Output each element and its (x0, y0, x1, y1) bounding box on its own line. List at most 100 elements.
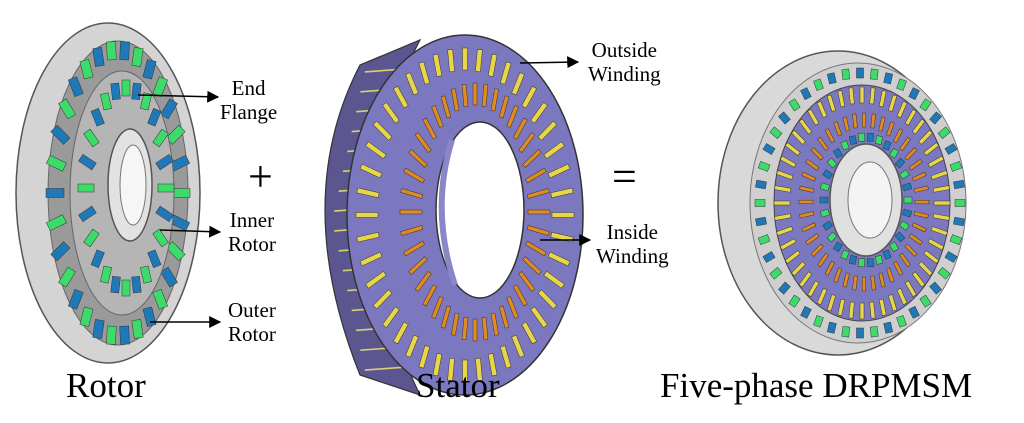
rotor-magnet (46, 154, 67, 172)
rotor-magnet (155, 153, 174, 171)
label-outer-rotor: Outer Rotor (228, 298, 276, 346)
machine-slot (878, 272, 886, 288)
machine-slot (918, 129, 933, 145)
machine-slot (842, 116, 850, 132)
winding-slot (440, 95, 452, 119)
rotor-magnet (90, 249, 105, 268)
machine-slot (807, 280, 820, 297)
machine-magnet (757, 234, 771, 245)
machine-slot (784, 142, 801, 156)
machine-magnet (883, 72, 894, 85)
machine-magnet (826, 321, 837, 334)
winding-slot (422, 117, 438, 140)
rotor-magnet (147, 249, 162, 268)
machine-magnet (869, 326, 879, 338)
machine-slot (779, 155, 797, 168)
machine-magnet (788, 98, 801, 112)
machine-magnet (866, 258, 874, 268)
machine-slot (798, 199, 814, 204)
machine-slot (911, 118, 926, 135)
winding-slot (506, 296, 519, 319)
machine-magnet (826, 157, 838, 169)
rotor-magnet (110, 275, 121, 294)
winding-slot (530, 306, 548, 328)
winding-slot (518, 271, 536, 292)
winding-slot (365, 270, 387, 289)
winding-slot (551, 212, 575, 218)
plus-sign: + (248, 152, 273, 201)
machine-slot (886, 267, 895, 283)
winding-slot (511, 72, 525, 96)
winding-slot (451, 88, 460, 112)
winding-slot (518, 132, 536, 153)
machine-slot (908, 233, 923, 246)
winding-slot (490, 312, 499, 336)
machine-slot (824, 260, 835, 276)
machine-slot (826, 294, 836, 312)
winding-slot (440, 305, 452, 329)
rotor-magnet (78, 205, 97, 223)
machine-magnet (856, 67, 864, 79)
caption-rotor: Rotor (66, 366, 146, 405)
winding-slot (359, 251, 383, 267)
machine-magnet (819, 208, 830, 218)
machine-slot (859, 86, 865, 104)
machine-magnet (954, 199, 966, 207)
machine-magnet (841, 68, 851, 80)
machine-slot (816, 288, 828, 305)
machine-slot (784, 250, 801, 264)
machine-magnet (869, 68, 879, 80)
machine-magnet (949, 161, 963, 172)
machine-slot (908, 158, 923, 171)
winding-slot (399, 209, 423, 215)
machine-magnet (874, 255, 884, 265)
winding-slot (414, 271, 432, 292)
winding-slot (499, 61, 512, 85)
winding-slot (372, 289, 393, 310)
rotor-magnet (90, 108, 105, 127)
winding-slot (521, 85, 537, 109)
stator-bore (435, 121, 525, 299)
machine-slot (886, 121, 895, 137)
machine-magnet (848, 135, 858, 145)
rotor-illustration (15, 22, 201, 364)
machine-magnet (899, 220, 910, 231)
rotor-magnet (140, 92, 152, 111)
rotor-magnet (100, 92, 112, 111)
machine-magnet (908, 306, 920, 319)
rotor-magnet (77, 183, 95, 193)
rotor-magnet (119, 325, 130, 345)
machine-slot (791, 129, 806, 145)
machine-magnet (858, 258, 866, 268)
winding-slot (447, 49, 455, 73)
winding-slot (512, 117, 528, 140)
machine-magnet (762, 251, 776, 263)
winding-slot (418, 61, 431, 85)
rotor-magnet (152, 228, 169, 248)
caption-stator: Stator (416, 366, 500, 405)
machine-magnet (929, 111, 942, 125)
machine-slot (798, 118, 813, 135)
machine-magnet (882, 140, 892, 151)
rotor-magnet (131, 47, 144, 67)
winding-slot (447, 357, 455, 381)
winding-slot (422, 284, 438, 307)
winding-slot (418, 345, 431, 369)
machine-slot (861, 276, 866, 292)
machine-magnet (800, 306, 812, 319)
machine-slot (927, 238, 945, 251)
winding-slot (537, 289, 558, 310)
machine-outer-slots (773, 86, 951, 320)
machine-slot (848, 87, 855, 105)
winding-slot (472, 82, 478, 106)
winding-slot (393, 85, 409, 109)
machine-slot (870, 275, 876, 291)
machine-slot (848, 301, 855, 319)
machine-slot (798, 271, 813, 288)
rotor-magnet (58, 266, 76, 288)
machine-magnet (953, 216, 965, 227)
caption-machine: Five-phase DRPMSM (660, 366, 973, 405)
machine-magnet (902, 208, 913, 218)
machine-slot (911, 271, 926, 288)
machine-slot (824, 128, 835, 144)
